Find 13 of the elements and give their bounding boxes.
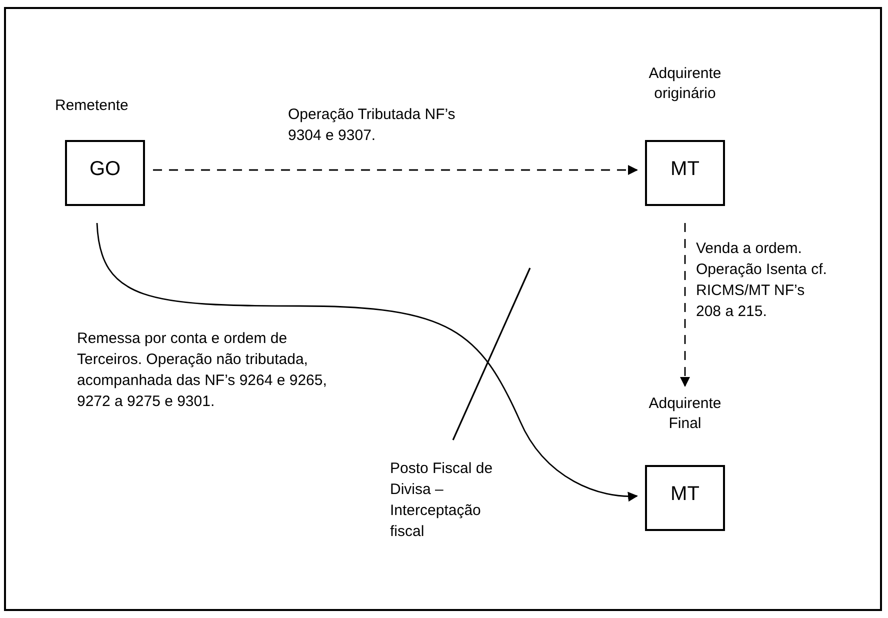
node-heading: Adquirente originário <box>648 64 722 104</box>
edge-label: Venda a ordem. Operação Isenta cf. RICMS/MT NF’s 208 a 215. <box>696 239 828 322</box>
arrow <box>153 165 638 175</box>
node-heading: Remetente <box>55 96 130 116</box>
node-heading: Adquirente Final <box>648 394 722 434</box>
checkpoint-label: Posto Fiscal de Divisa – Interceptação fiscal <box>390 459 494 542</box>
process-box: GO <box>65 140 145 206</box>
arrow <box>96 222 638 502</box>
process-box: MT <box>645 140 725 206</box>
arrow <box>680 223 690 387</box>
edge-label: Remessa por conta e ordem de Terceiros. Operação não tributada, acompanhada das NF’s 9264 e 9265, 9272 a 9275 e 9301. <box>77 329 328 412</box>
edge-label: Operação Tributada NF’s 9304 e 9307. <box>288 105 456 146</box>
process-box: MT <box>645 465 725 531</box>
